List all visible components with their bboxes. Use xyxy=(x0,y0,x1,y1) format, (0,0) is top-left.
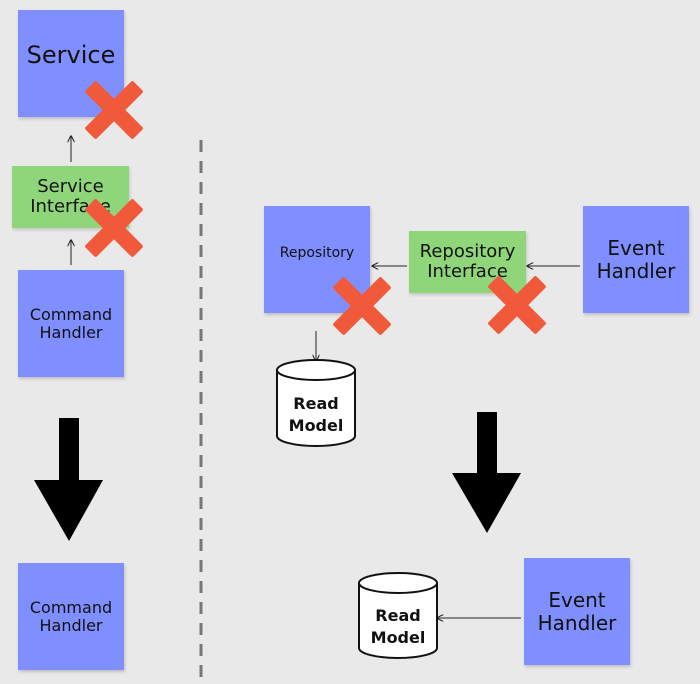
sticky-service: Service xyxy=(18,10,124,117)
cross-repository-interface xyxy=(487,275,547,335)
sticky-service-interface: Service Interface xyxy=(12,166,129,228)
cross-repository xyxy=(332,276,392,336)
command-handler-bottom-label: Command Handler xyxy=(29,597,113,635)
big-down-arrow-right xyxy=(452,412,521,533)
big-down-arrow-left xyxy=(34,418,103,541)
cross-service-interface xyxy=(84,198,144,258)
cross-service xyxy=(84,80,144,140)
event-handler-bottom-label: Event Handler xyxy=(537,588,617,635)
sticky-command-handler-top: Command Handler xyxy=(18,270,124,377)
read-model-bottom-label: Read Model xyxy=(370,606,426,647)
sticky-command-handler-bottom: Command Handler xyxy=(18,563,124,670)
cylinder-read-model-bottom xyxy=(358,572,438,659)
sticky-event-handler-top: Event Handler xyxy=(583,206,689,313)
sticky-event-handler-bottom: Event Handler xyxy=(524,558,630,665)
command-handler-top-label: Command Handler xyxy=(29,304,113,342)
cylinder-read-model-top xyxy=(276,359,356,447)
read-model-top-label: Read Model xyxy=(288,394,344,435)
repository-label: Repository xyxy=(279,245,355,261)
event-handler-top-label: Event Handler xyxy=(596,236,676,283)
service-label: Service xyxy=(26,41,116,69)
